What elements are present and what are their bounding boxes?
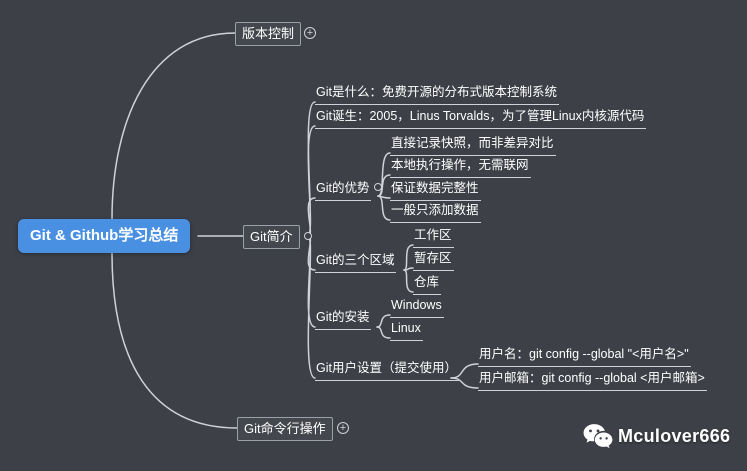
connector-line: [450, 377, 479, 389]
watermark: Mculover666: [583, 423, 730, 450]
node-area-staging[interactable]: 暂存区: [413, 249, 454, 271]
node-git-cli[interactable]: Git命令行操作: [237, 417, 333, 441]
expand-toggle-git-cli[interactable]: +: [337, 422, 349, 434]
node-config-email[interactable]: 用户邮箱：git config --global <用户邮箱>: [478, 369, 707, 391]
node-adv-append-only[interactable]: 一般只添加数据: [390, 201, 481, 223]
node-area-working[interactable]: 工作区: [413, 226, 454, 248]
node-adv-integrity[interactable]: 保证数据完整性: [390, 179, 481, 201]
watermark-text: Mculover666: [618, 426, 731, 446]
node-git-install[interactable]: Git的安装: [315, 308, 372, 330]
node-config-username[interactable]: 用户名：git config --global "<用户名>": [478, 345, 691, 367]
node-adv-local[interactable]: 本地执行操作，无需联网: [390, 156, 531, 178]
connector-line: [377, 195, 391, 221]
connector-line: [403, 244, 414, 271]
connector-line: [307, 235, 316, 379]
node-git-advantages[interactable]: Git的优势: [315, 179, 372, 201]
expand-toggle-version-control[interactable]: +: [304, 27, 316, 39]
node-install-linux[interactable]: Linux: [390, 319, 423, 341]
connector-line: [111, 32, 236, 220]
connector-line: [111, 252, 238, 429]
branch-dot-git-intro[interactable]: [304, 232, 312, 240]
node-adv-snapshot[interactable]: 直接记录快照，而非差异对比: [390, 134, 556, 156]
node-git-birth[interactable]: Git诞生：2005，Linus Torvalds，为了管理Linux内核源代码: [315, 107, 647, 129]
connector-line: [377, 174, 391, 197]
node-version-control[interactable]: 版本控制: [235, 22, 302, 46]
connector-line: [376, 326, 391, 339]
node-git-user-config[interactable]: Git用户设置（提交使用）: [315, 359, 459, 381]
node-area-repository[interactable]: 仓库: [413, 273, 442, 295]
branch-dot-git-advantages[interactable]: [374, 183, 382, 191]
connector-line: [307, 197, 316, 237]
node-git-areas[interactable]: Git的三个区域: [315, 251, 397, 273]
node-git-what[interactable]: Git是什么：免费开源的分布式版本控制系统: [315, 83, 559, 105]
wechat-icon: [583, 424, 613, 449]
connector-line: [403, 269, 414, 293]
node-root[interactable]: Git & Github学习总结: [18, 219, 191, 253]
connector-line: [376, 314, 391, 328]
node-install-windows[interactable]: Windows: [390, 296, 444, 318]
node-git-intro[interactable]: Git简介: [243, 225, 300, 249]
